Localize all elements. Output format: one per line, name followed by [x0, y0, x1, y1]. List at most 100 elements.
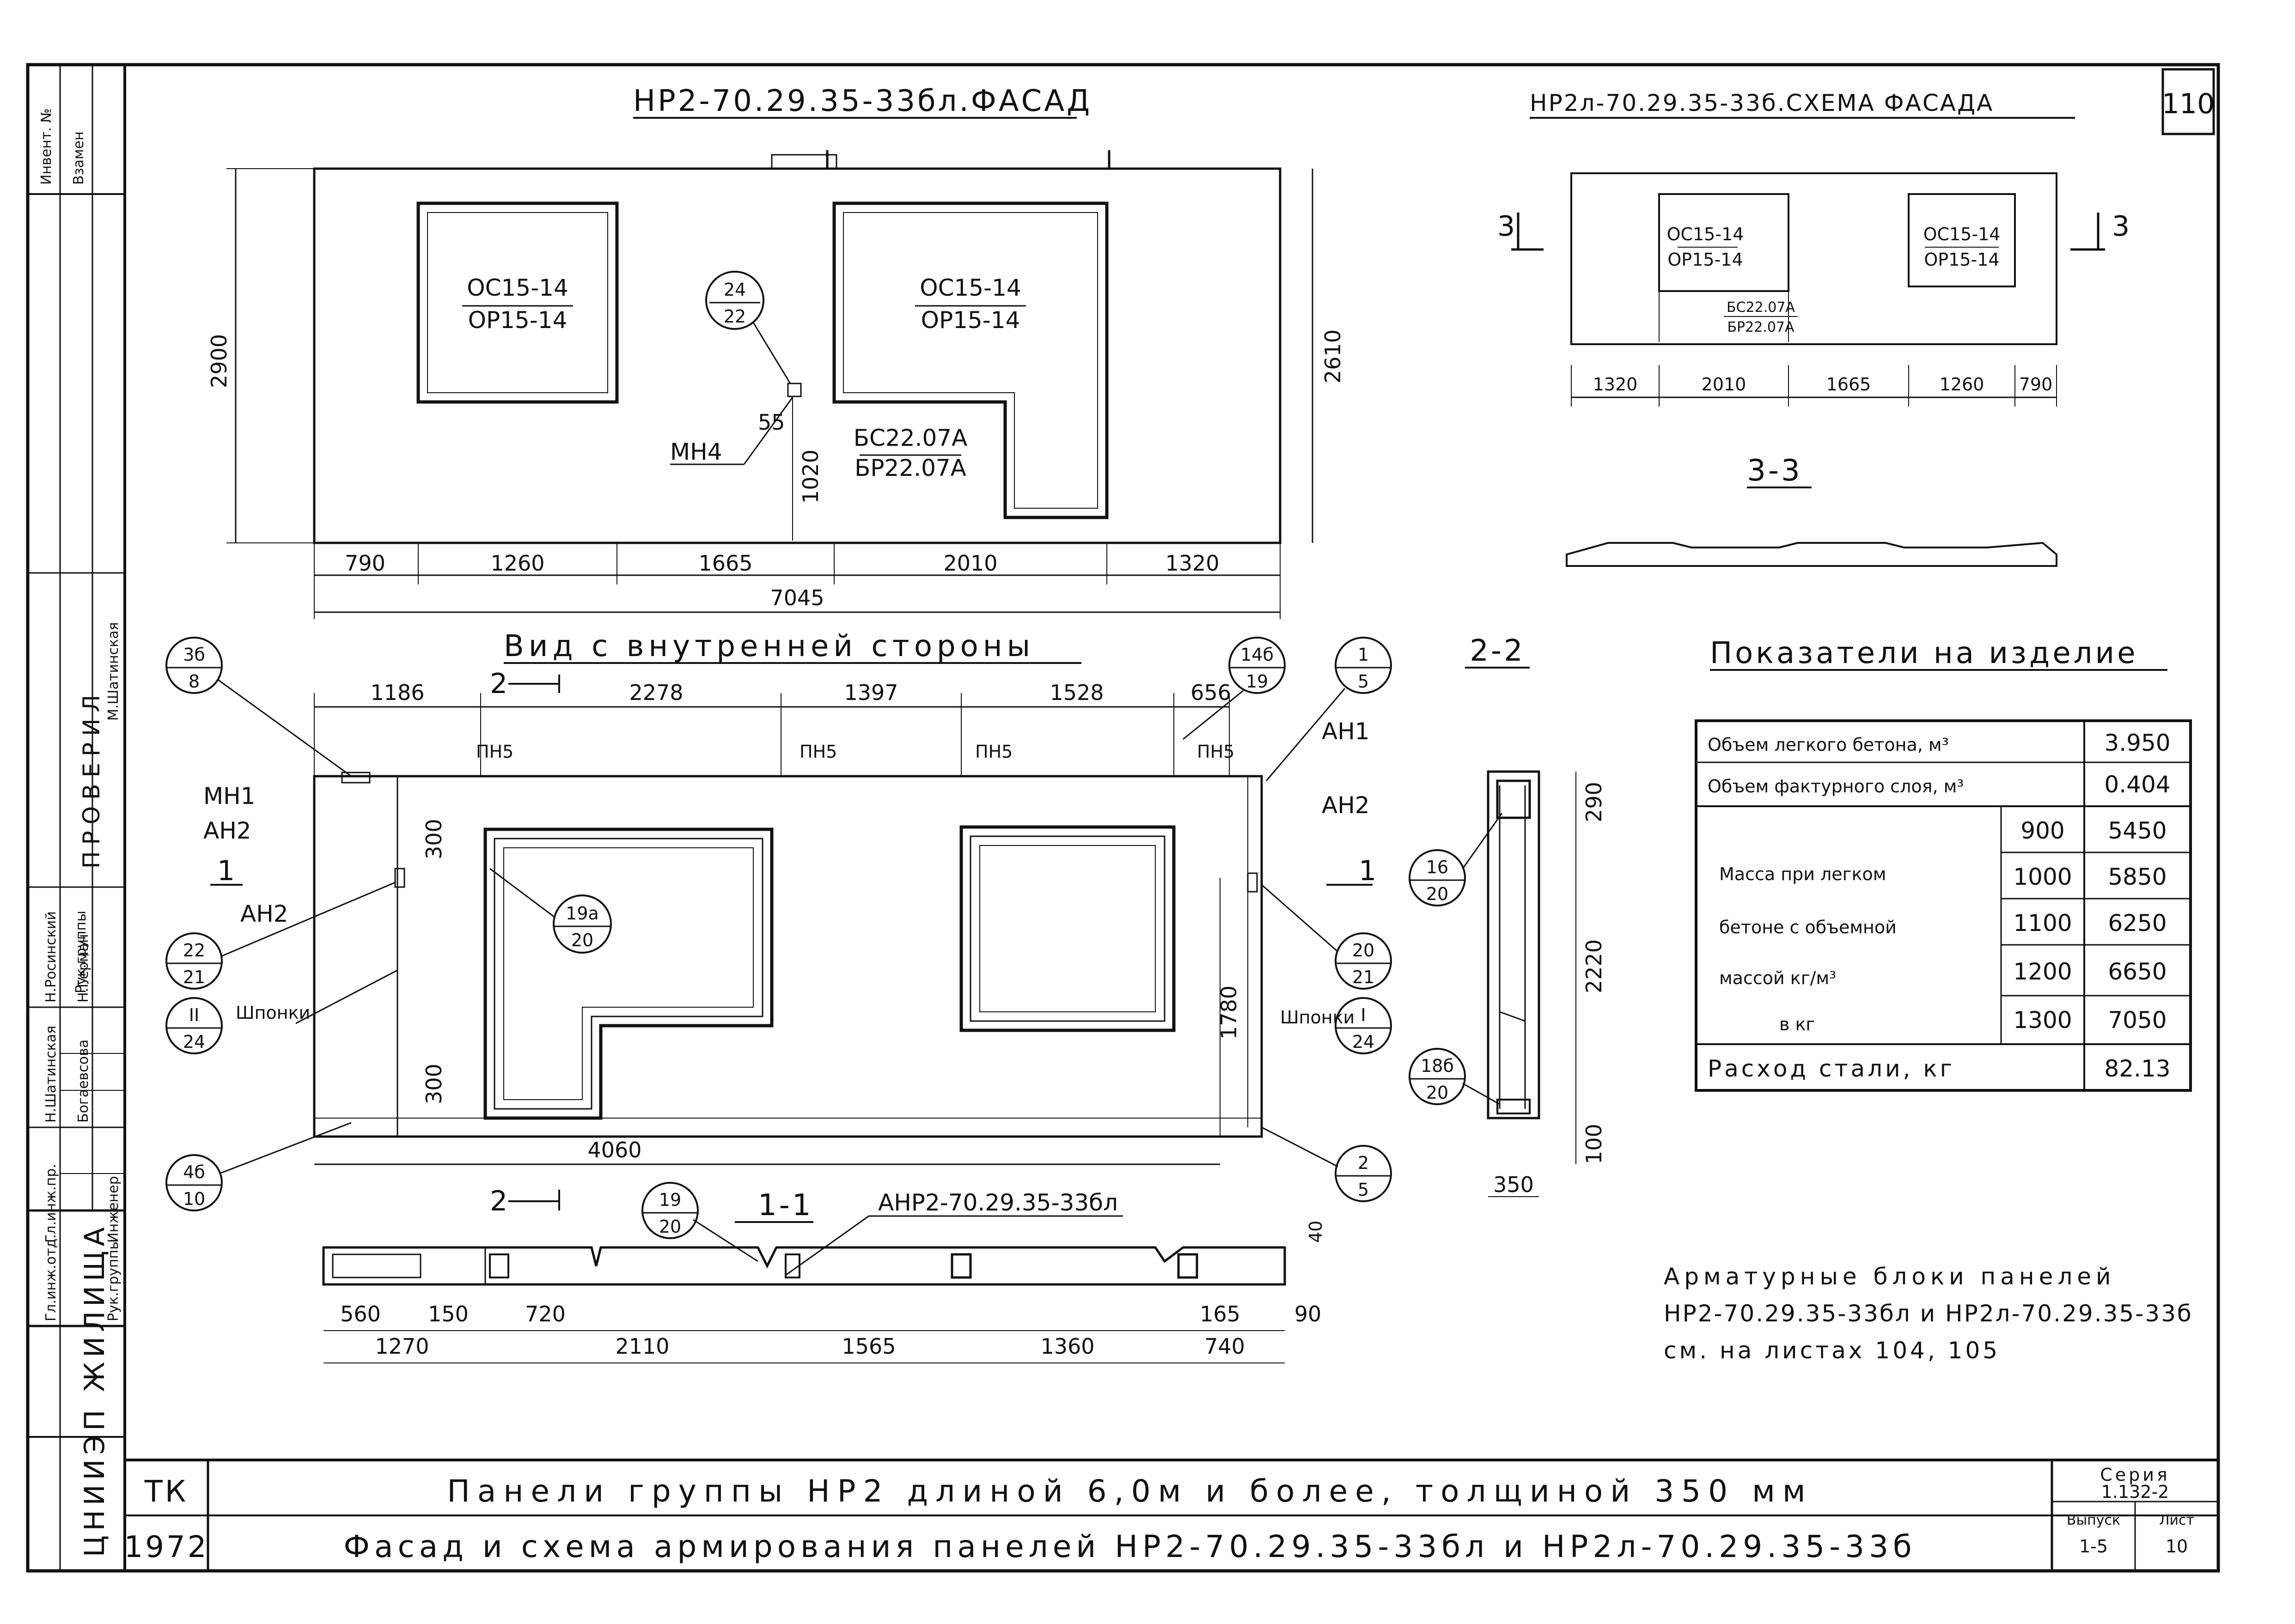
svg-text:1: 1: [1358, 645, 1369, 665]
mass-value-5: 7050: [2108, 1007, 2167, 1034]
section-22-dim-100: 100: [1581, 1124, 1606, 1164]
left-stamp: Инвент. № Взамен ПРОВЕРИЛ Рук.группы М.Ш…: [28, 65, 125, 1571]
tk-mark: ТК: [144, 1475, 189, 1509]
facade-bubble-top: 24: [724, 280, 746, 300]
mass-label-1: Масса при легком: [1719, 864, 1886, 884]
section-11: 1-1 АНР2-70.29.35-33бл 19 20 40 560 150 …: [322, 1182, 1326, 1363]
inner-pn-3: ПН5: [975, 742, 1013, 762]
mass-value-3: 6250: [2108, 910, 2167, 937]
note-line-3: см. на листах 104, 105: [1664, 1337, 2000, 1364]
section-11-dim-a1: 560: [340, 1302, 381, 1326]
note-line-1: Арматурные блоки панелей: [1664, 1263, 2116, 1290]
issue-value: 1-5: [2079, 1536, 2108, 1557]
stamp-name-2: Н.Герман: [75, 934, 92, 1003]
bubble-20-21: 20 21: [1261, 884, 1392, 990]
stamp-role-3: Рук.группы: [105, 1239, 122, 1321]
section-11-title: 1-1: [758, 1188, 813, 1223]
steel-label: Расход стали, кг: [1708, 1055, 1955, 1082]
stamp-name-4: Богаевсова: [75, 1040, 92, 1123]
stamp-role-1: Гл.инж.отд.: [43, 1234, 59, 1321]
section-11-dim-b3: 1565: [842, 1334, 896, 1359]
bubble-22-21: 22 21: [165, 882, 396, 990]
section-11-dim-a2: 150: [428, 1302, 469, 1326]
bubble-2-5: 2 5: [1261, 1126, 1392, 1202]
svg-text:22: 22: [183, 940, 205, 961]
inner-pn-2: ПН5: [800, 742, 837, 762]
bubble-1-5: 1 5: [1265, 637, 1392, 781]
section-11-dim-b1: 1270: [375, 1334, 429, 1359]
facade-bubble-bottom: 22: [724, 306, 746, 327]
stamp-role-4: Инженер: [105, 1176, 122, 1243]
note-block: Арматурные блоки панелей НР2-70.29.35-33…: [1664, 1263, 2193, 1364]
scheme-dim-2: 2010: [1702, 374, 1746, 395]
section-11-dim-a3: 720: [525, 1302, 566, 1326]
svg-text:19: 19: [659, 1190, 681, 1210]
stamp-checked: ПРОВЕРИЛ: [78, 688, 105, 869]
section-22: 2-2 290 2220 100 350 16 20 18б 20: [1409, 634, 1606, 1197]
mass-density-2: 1000: [2013, 864, 2072, 890]
title-line-1: Панели группы НР2 длиной 6,0м и более, т…: [447, 1473, 1813, 1509]
facade-window-left-1: ОС15-14: [467, 274, 568, 301]
inner-label-mn1: МН1: [203, 783, 256, 809]
issue-label: Выпуск: [2067, 1512, 2120, 1528]
bubble-14b-19: 14б 19: [1183, 637, 1286, 740]
svg-text:21: 21: [183, 967, 205, 987]
indicator-row-2-value: 0.404: [2104, 771, 2170, 798]
title-block: ТК 1972 Панели группы НР2 длиной 6,0м и …: [124, 1459, 2218, 1571]
svg-text:8: 8: [189, 671, 200, 692]
stamp-name-3: Н.Шатинская: [43, 1026, 59, 1123]
indicator-row-1-label: Объем легкого бетона, м³: [1708, 735, 1949, 755]
mass-value-1: 5450: [2108, 817, 2167, 844]
stamp-role-2: Гл.инж.пр.: [43, 1164, 59, 1243]
mass-label-4: в кг: [1779, 1014, 1815, 1034]
note-line-2: НР2-70.29.35-33бл и НР2л-70.29.35-33б: [1664, 1300, 2193, 1327]
section-11-mark: АНР2-70.29.35-33бл: [878, 1189, 1118, 1216]
section-33-profile: [1566, 541, 2057, 567]
list-label: Лист: [2159, 1512, 2194, 1528]
section-33-title: 3-3: [1747, 454, 1802, 488]
section-22-dim-290: 290: [1581, 782, 1606, 822]
inner-label-an2-b: АН2: [240, 900, 288, 927]
section-22-title: 2-2: [1470, 634, 1525, 668]
scheme-dim-3: 1665: [1826, 374, 1871, 395]
section-22-dim-2220: 2220: [1581, 939, 1606, 993]
scheme-window-left-2: ОР15-14: [1667, 249, 1743, 270]
mass-value-2: 5850: [2108, 864, 2167, 890]
stamp-checked-name: М.Шатинская: [105, 622, 122, 721]
facade-dim-left: 2900: [207, 334, 232, 388]
svg-text:19а: 19а: [566, 903, 599, 924]
inner-dim-300a: 300: [421, 819, 446, 859]
mass-label-3: массой кг/м³: [1719, 968, 1836, 988]
inner-title: Вид с внутренней стороны: [504, 629, 1035, 663]
facade-window-right-2: ОР15-14: [921, 307, 1020, 334]
section-11-dim-b4: 1360: [1040, 1334, 1094, 1359]
inner-view: Вид с внутренней стороны 1186 2278 1397 …: [165, 629, 1392, 1217]
indicators-title: Показатели на изделие: [1710, 636, 2138, 670]
scheme-door-1: БС22.07А: [1727, 299, 1795, 316]
svg-text:21: 21: [1352, 967, 1374, 987]
indicator-row-2-label: Объем фактурного слоя, м³: [1708, 776, 1964, 797]
sheet-number: 110: [2162, 88, 2215, 120]
section-11-dim-40: 40: [1306, 1221, 1326, 1243]
scheme-dim-4: 1260: [1940, 374, 1984, 395]
facade-mark-mn: МН4: [670, 438, 722, 465]
section-11-dim-a5: 90: [1294, 1302, 1322, 1326]
scheme-window-left-1: ОС15-14: [1667, 224, 1744, 244]
org-name: ЦНИИЭП ЖИЛИЩА: [79, 1223, 111, 1557]
scheme-door-2: БР22.07А: [1727, 319, 1794, 335]
scheme-dim-5: 790: [2019, 374, 2053, 395]
facade-door-2: БР22.07А: [855, 455, 966, 481]
scheme-dim-1: 1320: [1593, 374, 1638, 395]
facade-dim-b3: 1665: [698, 551, 752, 576]
inner-dim-top-3: 1397: [844, 680, 898, 705]
bubble-4b-10: 4б 10: [165, 1122, 352, 1211]
inner-pn-1: ПН5: [476, 742, 513, 762]
inner-cut-2-bottom: 2: [490, 1185, 507, 1217]
facade-door-1: БС22.07А: [854, 425, 968, 451]
inner-dim-1780: 1780: [1216, 985, 1241, 1040]
inner-label-shponki-left: Шпонки: [236, 1003, 310, 1023]
inner-dim-300b: 300: [421, 1064, 446, 1104]
mass-label-2: бетоне с объемной: [1719, 917, 1897, 937]
svg-text:14б: 14б: [1240, 645, 1274, 665]
